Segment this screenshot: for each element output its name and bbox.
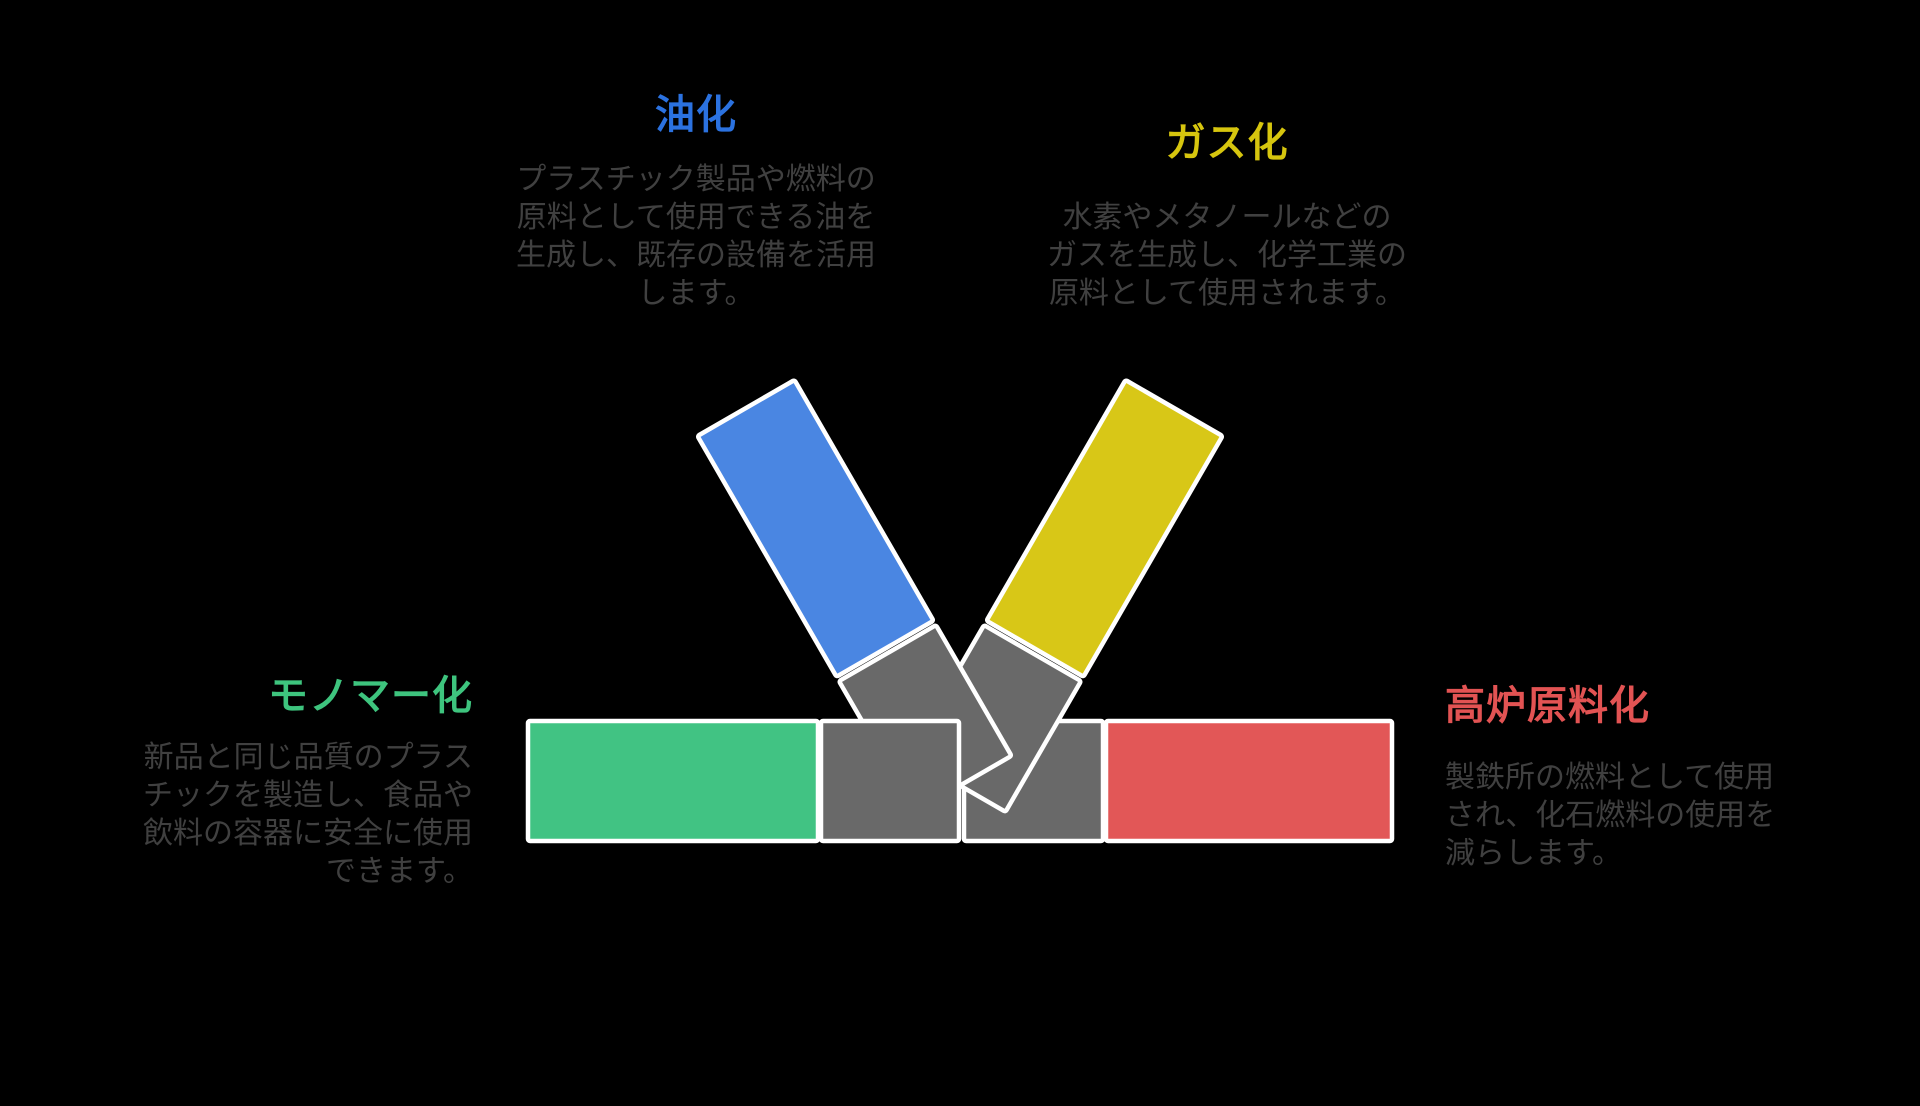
- oil-text-block: 油化 プラスチック製品や燃料の 原料として使用できる油を 生成し、既存の設備を活…: [496, 93, 896, 313]
- oil-description-line: プラスチック製品や燃料の: [516, 162, 876, 197]
- oil-description: プラスチック製品や燃料の 原料として使用できる油を 生成し、既存の設備を活用 し…: [496, 161, 896, 313]
- gas-description-line: 水素やメタノールなどの: [1062, 200, 1392, 235]
- furnace-text-block: 高炉原料化 製鉄所の燃料として使用 され、化石燃料の使用を 減らします。: [1445, 684, 1845, 873]
- gas-description-line: 原料として使用されます。: [1048, 276, 1406, 311]
- monomer-description: 新品と同じ品質のプラス チックを製造し、食品や 飲料の容器に安全に使用 できます…: [73, 739, 473, 891]
- monomer-description-line: チックを製造し、食品や: [143, 778, 473, 813]
- gas-title: ガス化: [1165, 120, 1289, 166]
- monomer-description-line: 飲料の容器に安全に使用: [143, 816, 473, 851]
- oil-title: 油化: [655, 92, 737, 138]
- gas-description: 水素やメタノールなどの ガスを生成し、化学工業の 原料として使用されます。: [1027, 199, 1427, 313]
- oil-description-line: 原料として使用できる油を: [516, 200, 876, 235]
- oil-bar-group: [695, 378, 1014, 814]
- monomer-text-block: モノマー化 新品と同じ品質のプラス チックを製造し、食品や 飲料の容器に安全に使…: [73, 674, 473, 891]
- oil-description-line: します。: [637, 276, 755, 311]
- monomer-description-line: できます。: [326, 854, 473, 889]
- furnace-title: 高炉原料化: [1445, 683, 1650, 729]
- furnace-bar: [1103, 718, 1395, 844]
- oil-bar: [695, 378, 936, 679]
- gas-bar: [984, 378, 1225, 679]
- furnace-description-line: され、化石燃料の使用を: [1445, 798, 1776, 833]
- furnace-description-line: 製鉄所の燃料として使用: [1445, 760, 1775, 795]
- monomer-bar-group: [525, 718, 962, 844]
- oil-description-line: 生成し、既存の設備を活用: [516, 238, 876, 273]
- monomer-gray-segment: [818, 718, 962, 844]
- gas-text-block: ガス化 水素やメタノールなどの ガスを生成し、化学工業の 原料として使用されます…: [1027, 121, 1427, 313]
- monomer-description-line: 新品と同じ品質のプラス: [143, 740, 473, 775]
- gas-description-line: ガスを生成し、化学工業の: [1047, 238, 1407, 273]
- furnace-description-line: 減らします。: [1445, 836, 1622, 871]
- monomer-title: モノマー化: [268, 673, 473, 719]
- furnace-description: 製鉄所の燃料として使用 され、化石燃料の使用を 減らします。: [1445, 759, 1845, 873]
- monomer-bar: [525, 718, 821, 844]
